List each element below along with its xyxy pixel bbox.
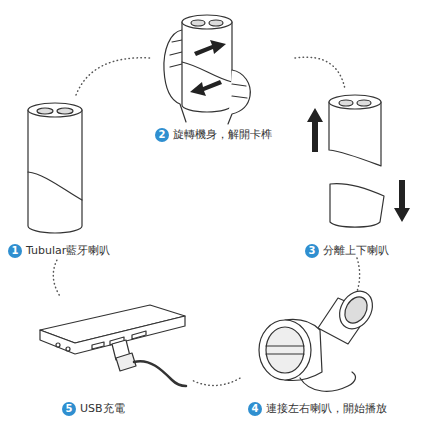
step-caption: 1 Tubular藍牙喇叭 (8, 244, 110, 258)
paired-speakers (259, 285, 379, 391)
step-label: 分離上下喇叭 (323, 244, 389, 258)
tubular-speaker (28, 103, 82, 233)
twist-illustration (164, 15, 250, 124)
dotted-connector (53, 258, 59, 295)
right-fingers (232, 84, 247, 98)
usb-charging (40, 305, 186, 386)
down-arrow (394, 180, 410, 222)
grille-hole (37, 108, 53, 114)
port (56, 343, 60, 347)
grille-hole (191, 20, 205, 26)
port (66, 347, 70, 351)
step-number: 1 (8, 244, 22, 258)
step-box: 3 分離上下喇叭 (298, 90, 416, 258)
step-number: 3 (305, 244, 319, 258)
step-label: 連接左右喇叭，開始播放 (266, 402, 387, 416)
dotted-connector (191, 378, 240, 385)
dotted-connector (295, 57, 345, 90)
step-caption: 5 USB充電 (62, 402, 125, 416)
speaker-face (333, 285, 379, 335)
lower-half (330, 184, 384, 227)
right-hand (228, 70, 250, 124)
grille-hole (209, 20, 223, 26)
speaker-body (182, 22, 232, 112)
speaker-face (259, 320, 311, 380)
usb-cable (134, 361, 186, 386)
left-fingers (170, 40, 182, 67)
step-caption: 3 分離上下喇叭 (305, 244, 389, 258)
grille (266, 327, 304, 373)
step-number: 4 (248, 402, 262, 416)
grille-divider (266, 346, 304, 354)
step-caption: 4 連接左右喇叭，開始播放 (248, 402, 387, 416)
step-box: 2 旋轉機身，解開卡榫 (150, 2, 295, 142)
step-caption: 2 旋轉機身，解開卡榫 (155, 128, 272, 142)
strap (300, 372, 355, 391)
step-number: 5 (62, 402, 76, 416)
split-line (182, 62, 232, 82)
grille-hole (57, 108, 73, 114)
grille (340, 293, 371, 327)
step-label: 旋轉機身，解開卡榫 (173, 128, 272, 142)
step-box: 1 Tubular藍牙喇叭 (4, 95, 124, 258)
up-arrow (307, 108, 323, 152)
rotate-arrow (190, 80, 222, 96)
upper-half (329, 102, 381, 166)
speaker-top (329, 95, 381, 109)
dotted-connector (357, 258, 360, 290)
split-line (28, 172, 82, 200)
dotted-connector (76, 58, 150, 95)
speaker-body (28, 110, 82, 233)
separate-illustration (307, 95, 410, 227)
step-box: 4 連接左右喇叭，開始播放 (240, 290, 418, 416)
grille-hole (357, 100, 371, 106)
speaker-top (28, 103, 82, 117)
step-label: USB充電 (80, 402, 125, 416)
step-number: 2 (155, 128, 169, 142)
step-label: Tubular藍牙喇叭 (26, 244, 110, 258)
speaker-top (182, 15, 232, 29)
rotate-arrow (194, 40, 226, 56)
step-box: 5 USB充電 (36, 295, 191, 416)
grille-hole (339, 100, 353, 106)
